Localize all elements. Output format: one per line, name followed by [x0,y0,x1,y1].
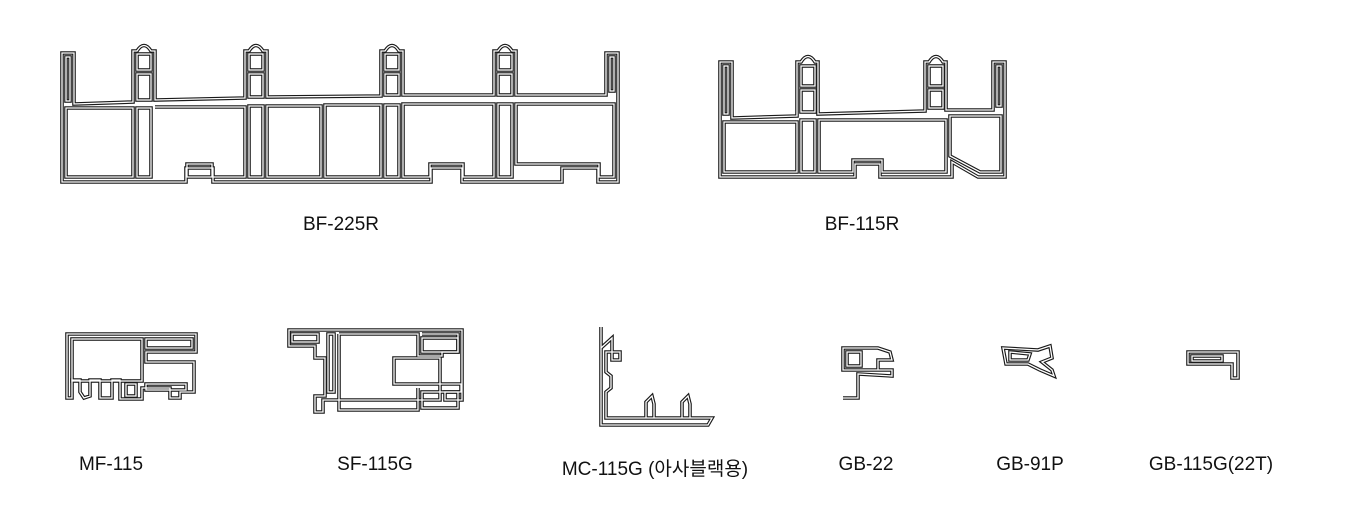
profile-label-gb-91p: GB-91P [996,454,1064,475]
profile-label-sf-115g: SF-115G [337,454,413,475]
profile-drawing-bf-225r [60,43,620,184]
profile-drawing-mf-115 [65,332,198,401]
profile-label-mf-115: MF-115 [78,454,144,475]
profile-drawing-gb-115g-22t [1186,350,1240,380]
profile-drawing-sf-115g [287,328,464,414]
profile-label-bf-225r: BF-225R [302,214,380,235]
profile-drawing-mc-115g [599,325,714,427]
profile-label-gb-115g-22t: GB-115G(22T) [1148,454,1274,475]
profile-drawing-gb-22 [841,346,894,400]
profile-label-mc-115g: MC-115G (아사블랙용) [561,459,749,480]
profile-label-bf-115r: BF-115R [824,214,900,235]
profile-drawing-gb-91p [1001,344,1056,378]
profile-drawing-bf-115r [718,54,1007,179]
profile-label-gb-22: GB-22 [838,454,894,475]
